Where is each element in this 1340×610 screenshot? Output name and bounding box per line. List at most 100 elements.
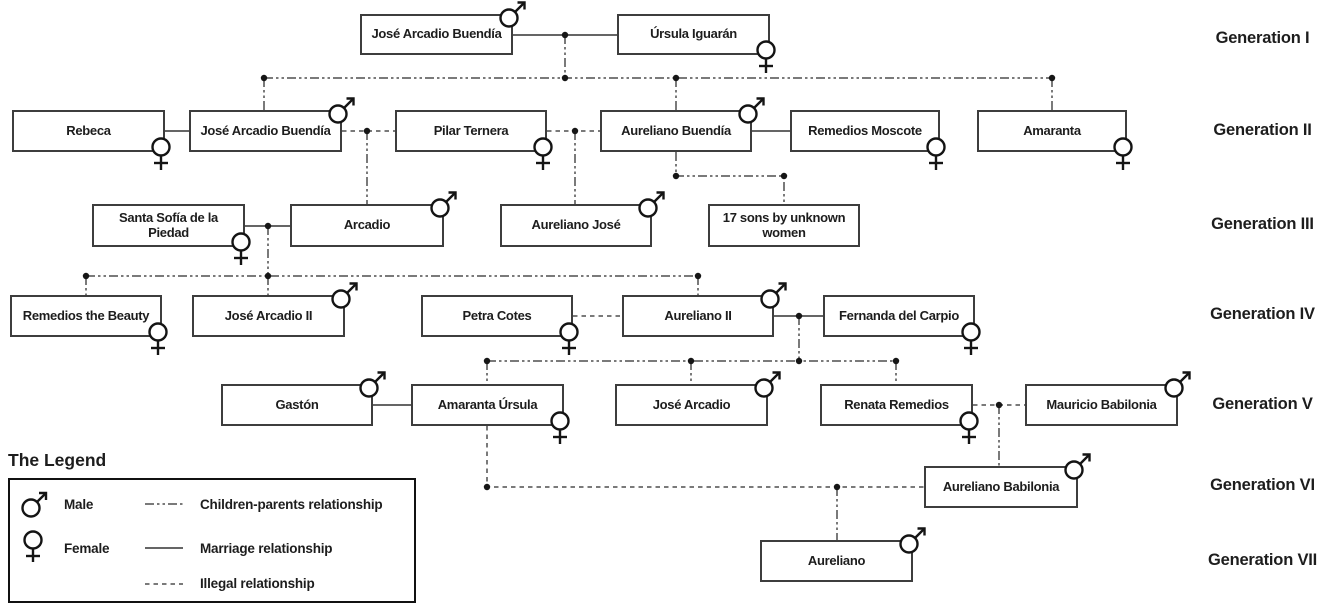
junction-dot: [260, 74, 268, 82]
person-name: Amaranta Úrsula: [437, 396, 538, 412]
person-box-remedios-the-beauty: Remedios the Beauty: [10, 295, 168, 355]
person-box-aureliano-ii: Aureliano II: [622, 282, 787, 337]
generation-label: Generation I: [1215, 29, 1310, 47]
generation-label: Generation III: [1211, 215, 1314, 233]
person-name: Úrsula Iguarán: [650, 26, 737, 42]
person-name: Mauricio Babilonia: [1046, 396, 1157, 412]
illegal-line-sample: [144, 581, 200, 587]
male-icon: [1064, 453, 1091, 480]
person-name: José Arcadio: [652, 396, 731, 412]
junction-dot: [780, 172, 788, 180]
female-icon: [231, 232, 251, 265]
junction-dot: [571, 127, 579, 135]
person-box-amaranta-ursula: Amaranta Úrsula: [411, 384, 570, 444]
junction-dot: [687, 357, 695, 365]
person-name: Aureliano: [807, 552, 866, 568]
male-icon: [754, 371, 781, 398]
person-box-rebeca: Rebeca: [12, 110, 171, 170]
male-icon: [638, 191, 665, 218]
person-name: José Arcadio Buendía: [371, 26, 502, 42]
person-name: Aureliano José: [531, 217, 621, 233]
legend-male-label: Male: [64, 496, 94, 512]
junction-dot: [264, 222, 272, 230]
junction-dot: [561, 74, 569, 82]
junction-dot: [82, 272, 90, 280]
person-name: Pilar Ternera: [433, 122, 509, 138]
person-name: Santa Sofía de la Piedad: [119, 209, 218, 240]
junction-dot: [892, 357, 900, 365]
children-line-sample: [144, 501, 200, 507]
male-icon: [328, 97, 355, 124]
person-box-jose-arcadio-buendia-ii: José Arcadio Buendía: [189, 97, 355, 152]
junction-dot: [1048, 74, 1056, 82]
junction-dot: [264, 272, 272, 280]
person-box-fernanda-del-carpio: Fernanda del Carpio: [823, 295, 981, 355]
person-box-aureliano-babilonia: Aureliano Babilonia: [924, 453, 1091, 508]
person-box-aureliano-jose: Aureliano José: [500, 191, 665, 247]
male-icon: [18, 488, 64, 520]
junction-dot: [795, 312, 803, 320]
person-name: Petra Cotes: [462, 307, 532, 323]
legend: The Legend Male Children-parents relatio…: [8, 450, 416, 603]
person-name: Remedios Moscote: [808, 122, 922, 138]
male-icon: [331, 282, 358, 309]
person-box-remedios-moscote: Remedios Moscote: [790, 110, 946, 170]
person-name: José Arcadio II: [224, 307, 313, 323]
person-name: Amaranta: [1023, 122, 1081, 138]
generation-label: Generation V: [1212, 395, 1313, 413]
person-name: Gastón: [275, 396, 319, 412]
person-box-seventeen-sons: 17 sons by unknown women: [708, 204, 860, 247]
person-box-amaranta: Amaranta: [977, 110, 1133, 170]
generation-label: Generation VII: [1207, 551, 1318, 569]
female-icon: [926, 137, 946, 170]
female-icon: [148, 322, 168, 355]
person-name: Fernanda del Carpio: [839, 307, 959, 323]
female-icon: [18, 529, 64, 567]
person-name: Aureliano II: [664, 307, 732, 323]
person-box-renata-remedios: Renata Remedios: [820, 384, 979, 444]
person-box-pilar-ternera: Pilar Ternera: [395, 110, 553, 170]
male-icon: [760, 282, 787, 309]
female-icon: [756, 40, 776, 73]
person-name: Arcadio: [343, 217, 391, 233]
legend-female-label: Female: [64, 540, 110, 556]
marriage-line-sample: [144, 545, 200, 551]
legend-children-label: Children-parents relationship: [200, 496, 383, 512]
person-box-petra-cotes: Petra Cotes: [421, 295, 579, 355]
person-name: Aureliano Buendía: [621, 122, 731, 138]
junction-dot: [694, 272, 702, 280]
person-box-jose-arcadio: José Arcadio: [615, 371, 781, 426]
person-name: 17 sons by unknown women: [722, 209, 846, 240]
junction-dot: [363, 127, 371, 135]
legend-box: Male Children-parents relationship Femal…: [8, 478, 416, 603]
male-icon: [499, 1, 526, 28]
person-box-gaston: Gastón: [221, 371, 386, 426]
female-icon: [961, 322, 981, 355]
junction-dot: [561, 31, 569, 39]
male-icon: [738, 97, 765, 124]
person-name: Aureliano Babilonia: [942, 478, 1060, 494]
junction-dot: [672, 172, 680, 180]
person-box-mauricio-babilonia: Mauricio Babilonia: [1025, 371, 1191, 426]
person-name: Renata Remedios: [844, 396, 949, 412]
legend-marriage-label: Marriage relationship: [200, 540, 333, 556]
junction-dot: [483, 483, 491, 491]
legend-illegal-label: Illegal relationship: [200, 576, 315, 591]
female-icon: [550, 411, 570, 444]
male-icon: [359, 371, 386, 398]
person-box-jose-arcadio-buendia-i: José Arcadio Buendía: [360, 1, 526, 55]
female-icon: [533, 137, 553, 170]
person-box-ursula-iguaran: Úrsula Iguarán: [617, 14, 776, 73]
person-name: Rebeca: [66, 122, 111, 138]
junction-dot: [995, 401, 1003, 409]
generation-label: Generation IV: [1210, 305, 1315, 323]
generation-label: Generation II: [1213, 121, 1312, 139]
female-icon: [1113, 137, 1133, 170]
female-icon: [959, 411, 979, 444]
person-name: José Arcadio Buendía: [200, 122, 331, 138]
male-icon: [899, 527, 926, 554]
female-icon: [151, 137, 171, 170]
male-icon: [430, 191, 457, 218]
